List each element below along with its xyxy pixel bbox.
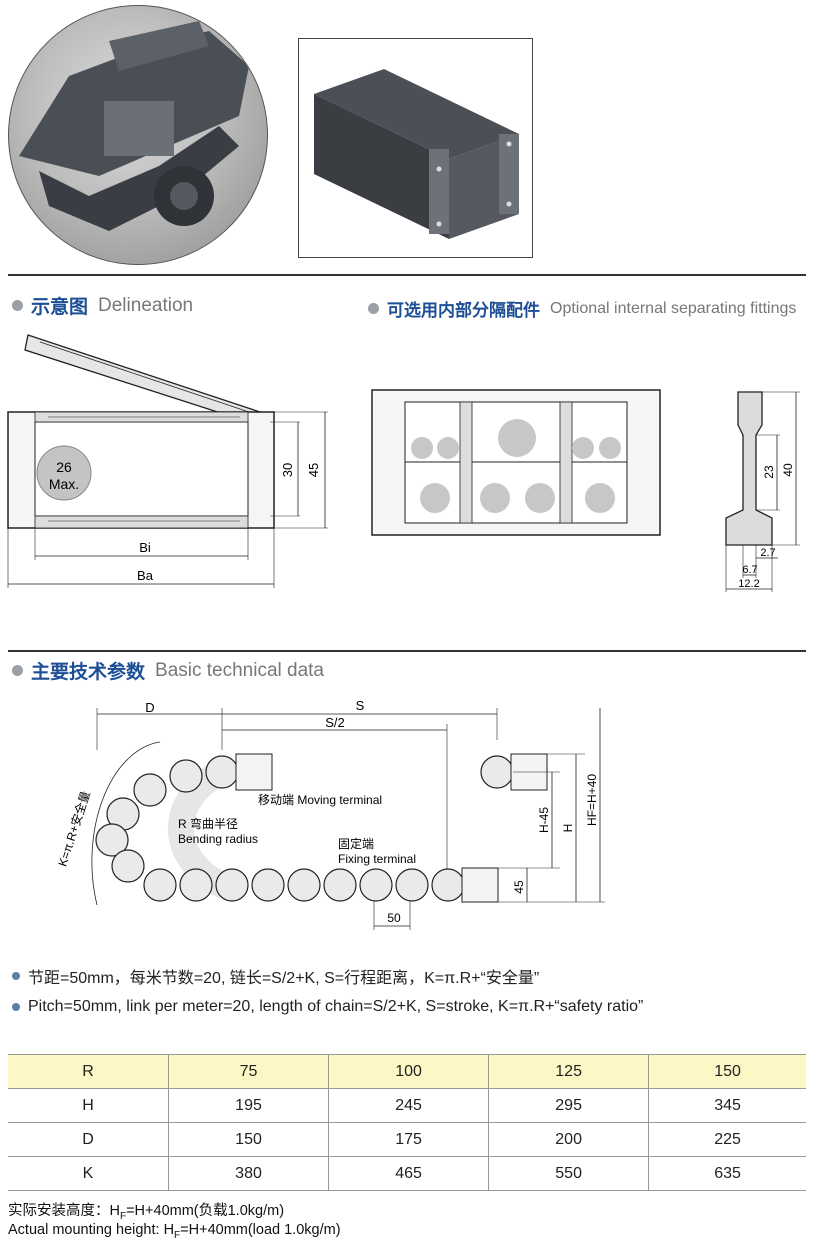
table-cell: 125 <box>488 1054 650 1089</box>
table-cell: 465 <box>328 1156 490 1191</box>
table-cell: 150 <box>648 1054 806 1089</box>
basic-data-heading: 主要技术参数 Basic technical data <box>12 657 324 684</box>
dim-ba: Ba <box>137 568 154 583</box>
row-label: H <box>8 1088 169 1123</box>
cable-size-label: 26 <box>56 459 72 475</box>
product-photo-open-chain <box>8 5 268 265</box>
dim-separator-2-7: 2.7 <box>760 547 775 559</box>
footer-en-prefix: Actual mounting height: H <box>8 1222 175 1238</box>
dim-s-half: S/2 <box>325 715 345 730</box>
mounting-height-en: Actual mounting height: HF=H+40mm(load 1… <box>8 1222 341 1241</box>
row-label: K <box>8 1156 169 1191</box>
table-cell: 245 <box>328 1088 490 1123</box>
bullet-icon <box>12 1003 20 1011</box>
bullet-icon <box>12 300 23 311</box>
table-cell: 550 <box>488 1156 650 1191</box>
dim-separator-6-7: 6.7 <box>742 564 757 576</box>
basic-title-cn: 主要技术参数 <box>31 662 146 683</box>
table-cell: 380 <box>168 1156 330 1191</box>
row-label: R <box>8 1054 169 1089</box>
table-cell: 345 <box>648 1088 806 1123</box>
fittings-title-en: Optional internal separating fittings <box>550 299 797 317</box>
k-formula-label: K=π.R+安全量 <box>54 789 92 868</box>
bending-radius-en: Bending radius <box>178 832 258 846</box>
note-en-text: Pitch=50mm, link per meter=20, length of… <box>28 998 644 1015</box>
fixing-terminal-cn: 固定端 <box>338 836 374 851</box>
dim-s: S <box>356 698 365 713</box>
note-en: Pitch=50mm, link per meter=20, length of… <box>12 998 643 1016</box>
dim-hf: HF=H+40 <box>585 774 599 826</box>
table-cell: 295 <box>488 1088 650 1123</box>
dim-h: H <box>561 824 575 833</box>
section-divider <box>8 274 806 276</box>
fittings-title-cn: 可选用内部分隔配件 <box>387 301 540 320</box>
product-photo-closed-chain <box>298 38 533 258</box>
fittings-heading: 可选用内部分隔配件 Optional internal separating f… <box>368 296 796 321</box>
dim-45: 45 <box>512 880 526 894</box>
footer-cn-suffix: =H+40mm(负载1.0kg/m) <box>126 1203 285 1219</box>
bullet-icon <box>12 972 20 980</box>
note-cn: 节距=50mm，每米节数=20, 链长=S/2+K, S=行程距离，K=π.R+… <box>12 964 539 988</box>
section-divider <box>8 650 806 652</box>
technical-data-table: R 75 100 125 150 H 195 245 295 345 D 150… <box>8 1054 806 1191</box>
note-cn-text: 节距=50mm，每米节数=20, 链长=S/2+K, S=行程距离，K=π.R+… <box>28 970 540 987</box>
table-cell: 195 <box>168 1088 330 1123</box>
chain-layout-diagram: D S S/2 K=π.R+安全量 移动端 Moving terminal R … <box>54 698 605 930</box>
table-row: D 150 175 200 225 <box>8 1122 806 1157</box>
dim-separator-23: 23 <box>762 465 776 479</box>
row-label: D <box>8 1122 169 1157</box>
delineation-title-cn: 示意图 <box>31 297 89 318</box>
table-cell: 225 <box>648 1122 806 1157</box>
bending-radius-cn: R 弯曲半径 <box>178 816 238 831</box>
bullet-icon <box>12 665 23 676</box>
dim-d: D <box>145 700 154 715</box>
footer-subscript: F <box>174 1229 181 1241</box>
delineation-drawing: 26 Max. 30 45 Bi Ba <box>7 334 328 588</box>
dim-separator-40: 40 <box>781 463 795 477</box>
table-row: R 75 100 125 150 <box>8 1054 806 1089</box>
table-row: H 195 245 295 345 <box>8 1088 806 1123</box>
footer-en-suffix: =H+40mm(load 1.0kg/m) <box>180 1222 341 1238</box>
cable-circle <box>36 445 92 501</box>
moving-terminal-label: 移动端 Moving terminal <box>258 793 382 807</box>
dim-bi: Bi <box>139 540 151 555</box>
dim-inner-height: 30 <box>280 463 295 477</box>
cable-max-label: Max. <box>49 476 79 492</box>
delineation-title-en: Delineation <box>98 294 194 316</box>
basic-title-en: Basic technical data <box>155 659 325 681</box>
table-cell: 175 <box>328 1122 490 1157</box>
table-row: K 380 465 550 635 <box>8 1156 806 1191</box>
table-cell: 150 <box>168 1122 330 1157</box>
dim-separator-12-2: 12.2 <box>738 578 759 590</box>
table-cell: 75 <box>168 1054 330 1089</box>
mounting-height-cn: 实际安装高度：HF=H+40mm(负载1.0kg/m) <box>8 1199 284 1222</box>
dim-h-minus-45: H-45 <box>537 807 551 833</box>
footer-cn-prefix: 实际安装高度：H <box>8 1203 120 1219</box>
footer-subscript: F <box>119 1210 127 1222</box>
table-cell: 200 <box>488 1122 650 1157</box>
bullet-icon <box>368 303 379 314</box>
fixing-terminal-en: Fixing terminal <box>338 852 416 866</box>
table-cell: 635 <box>648 1156 806 1191</box>
delineation-heading: 示意图 Delineation <box>12 292 193 319</box>
table-cell: 100 <box>328 1054 490 1089</box>
dim-pitch: 50 <box>387 911 401 925</box>
dim-outer-height: 45 <box>306 463 321 477</box>
fittings-drawing: 40 23 2.7 6.7 12.2 <box>371 389 800 592</box>
